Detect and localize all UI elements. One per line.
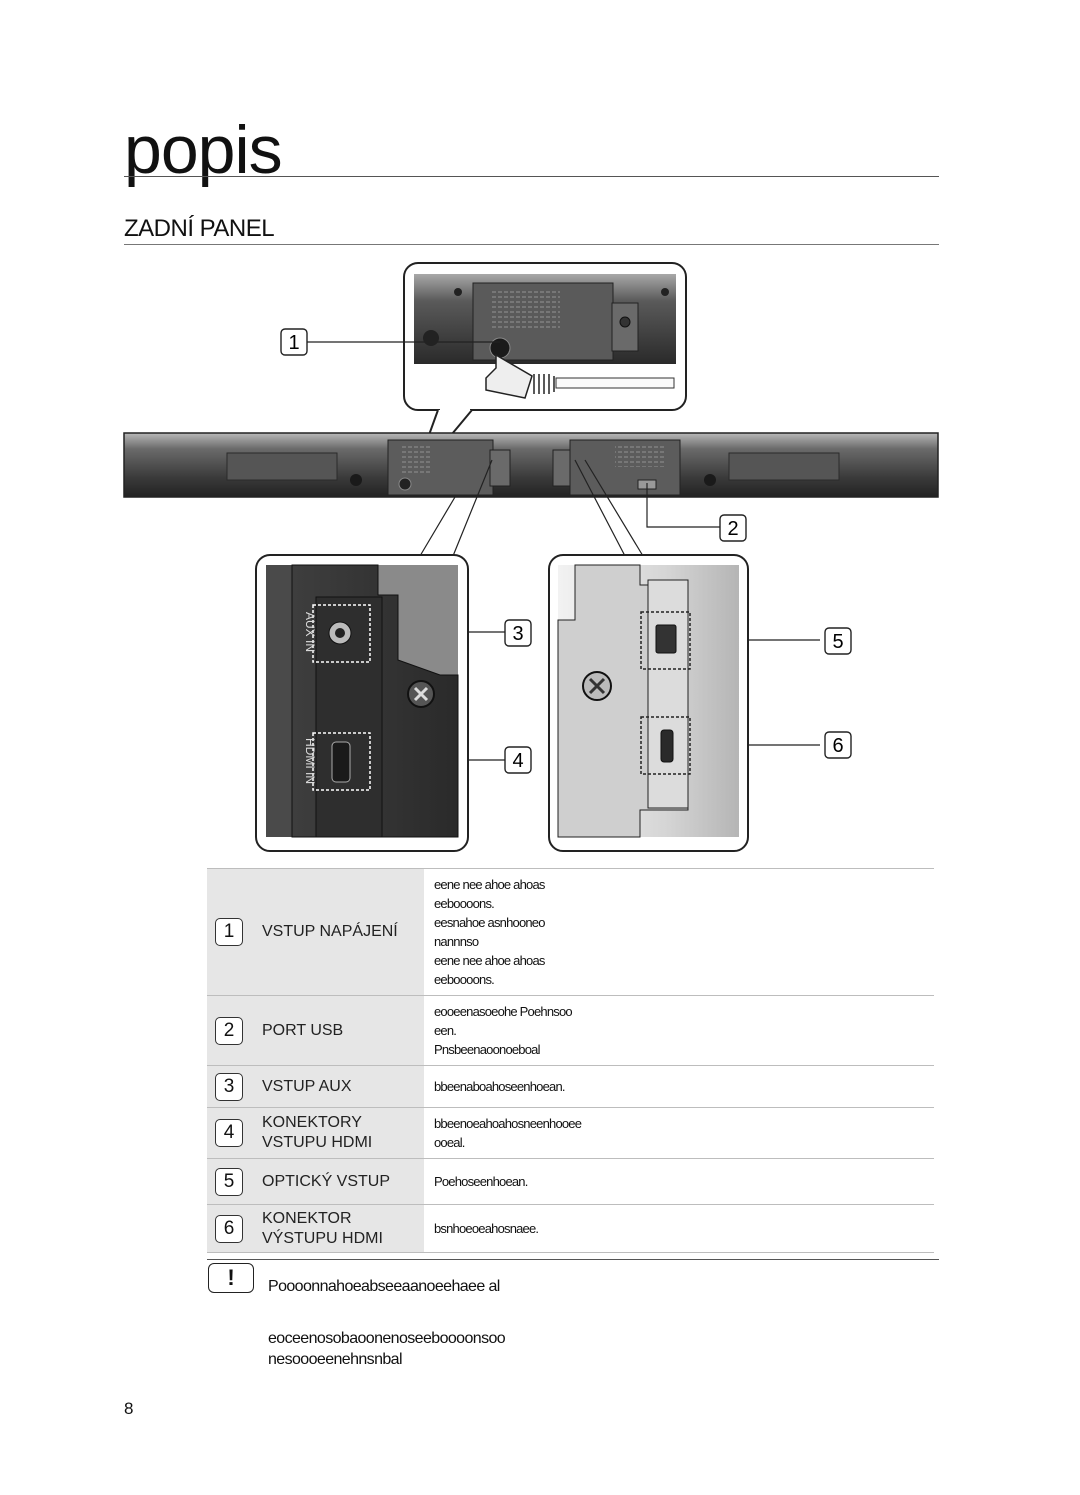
table-row: 6 KONEKTOR VÝSTUPU HDMI bsnhoeoeahosnaee… <box>207 1204 934 1253</box>
row-number: 1 <box>215 918 243 946</box>
desc-line: bbeenoeahoahosneenhooee <box>434 1116 582 1131</box>
desc-line: ooeal. <box>434 1135 465 1150</box>
desc-line: eooeenasoeohe Poehnsoo <box>434 1004 573 1019</box>
svg-text:1: 1 <box>288 332 299 354</box>
soundbar-rear <box>123 432 939 498</box>
page-title: popis <box>124 112 283 188</box>
desc-line: eeboooons. <box>434 972 495 987</box>
desc-line: eesnahoe asnhooneo <box>434 915 545 930</box>
svg-text:3: 3 <box>512 623 523 645</box>
table-row: 4 KONEKTORY VSTUPU HDMI bbeenoeahoahosne… <box>207 1107 934 1159</box>
section-heading: ZADNÍ PANEL <box>124 215 275 242</box>
rear-panel-figure: AUX IN HDMI IN 1 2 3 4 <box>123 262 939 852</box>
callout-numbers: 1 2 3 4 5 6 <box>280 328 852 774</box>
svg-text:4: 4 <box>512 750 523 772</box>
row-label: KONEKTOR VÝSTUPU HDMI <box>262 1209 383 1247</box>
callout-5: 5 <box>824 627 852 655</box>
title-divider <box>124 176 939 177</box>
callout-6: 6 <box>824 731 852 759</box>
aux-in-port-label: AUX IN <box>303 612 317 652</box>
desc-line: eene nee ahoe ahoas <box>434 953 545 968</box>
callout-2: 2 <box>719 514 747 542</box>
svg-text:6: 6 <box>832 735 843 757</box>
power-zoom-inset <box>403 262 687 483</box>
connector-table: 1 VSTUP NAPÁJENÍ eene nee ahoe ahoas eeb… <box>207 868 934 1253</box>
desc-line: bsnhoeoeahosnaee. <box>434 1221 539 1236</box>
note-divider <box>207 1259 939 1260</box>
table-row: 2 PORT USB eooeenasoeohe Poehnsoo een. P… <box>207 995 934 1066</box>
svg-text:5: 5 <box>832 631 843 653</box>
aux-hdmi-zoom-inset: AUX IN HDMI IN <box>255 554 469 852</box>
section-divider <box>124 244 939 245</box>
hdmi-in-port-label: HDMI IN <box>303 738 317 784</box>
table-row: 5 OPTICKÝ VSTUP Poehoseenhoean. <box>207 1158 934 1205</box>
row-number: 5 <box>215 1167 243 1196</box>
table-row: 1 VSTUP NAPÁJENÍ eene nee ahoe ahoas eeb… <box>207 868 934 996</box>
desc-line: nannnso <box>434 934 479 949</box>
page-number: 8 <box>124 1399 134 1418</box>
row-label: KONEKTORY VSTUPU HDMI <box>262 1114 373 1151</box>
row-label: VSTUP NAPÁJENÍ <box>262 923 398 940</box>
desc-line: een. <box>434 1023 457 1038</box>
table-row: 3 VSTUP AUX bbeenaboahoseenhoean. <box>207 1065 934 1108</box>
note-text: eoceenosobaoonenoseeboooonsoo nesoooeene… <box>268 1330 506 1368</box>
callout-1: 1 <box>280 328 308 356</box>
desc-line: Poehoseenhoean. <box>434 1174 528 1189</box>
row-number: 6 <box>215 1214 243 1243</box>
callout-3: 3 <box>504 619 532 647</box>
desc-line: bbeenaboahoseenhoean. <box>434 1079 565 1094</box>
callout-4: 4 <box>504 746 532 774</box>
optical-hdmi-zoom-inset <box>548 554 749 852</box>
row-label: VSTUP AUX <box>262 1077 352 1095</box>
desc-line: Pnsbeenaoonoeboal <box>434 1042 540 1057</box>
desc-line: eene nee ahoe ahoas <box>434 877 545 892</box>
row-number: 4 <box>215 1119 243 1147</box>
warning-icon: ! <box>208 1263 254 1293</box>
row-label: OPTICKÝ VSTUP <box>262 1172 391 1190</box>
desc-line: eeboooons. <box>434 896 495 911</box>
svg-text:2: 2 <box>727 518 738 540</box>
row-number: 3 <box>215 1072 243 1101</box>
row-label: PORT USB <box>262 1021 344 1039</box>
row-number: 2 <box>215 1016 243 1045</box>
note-text: Poooonnahoeabseeaanoeehaee al <box>268 1278 500 1295</box>
